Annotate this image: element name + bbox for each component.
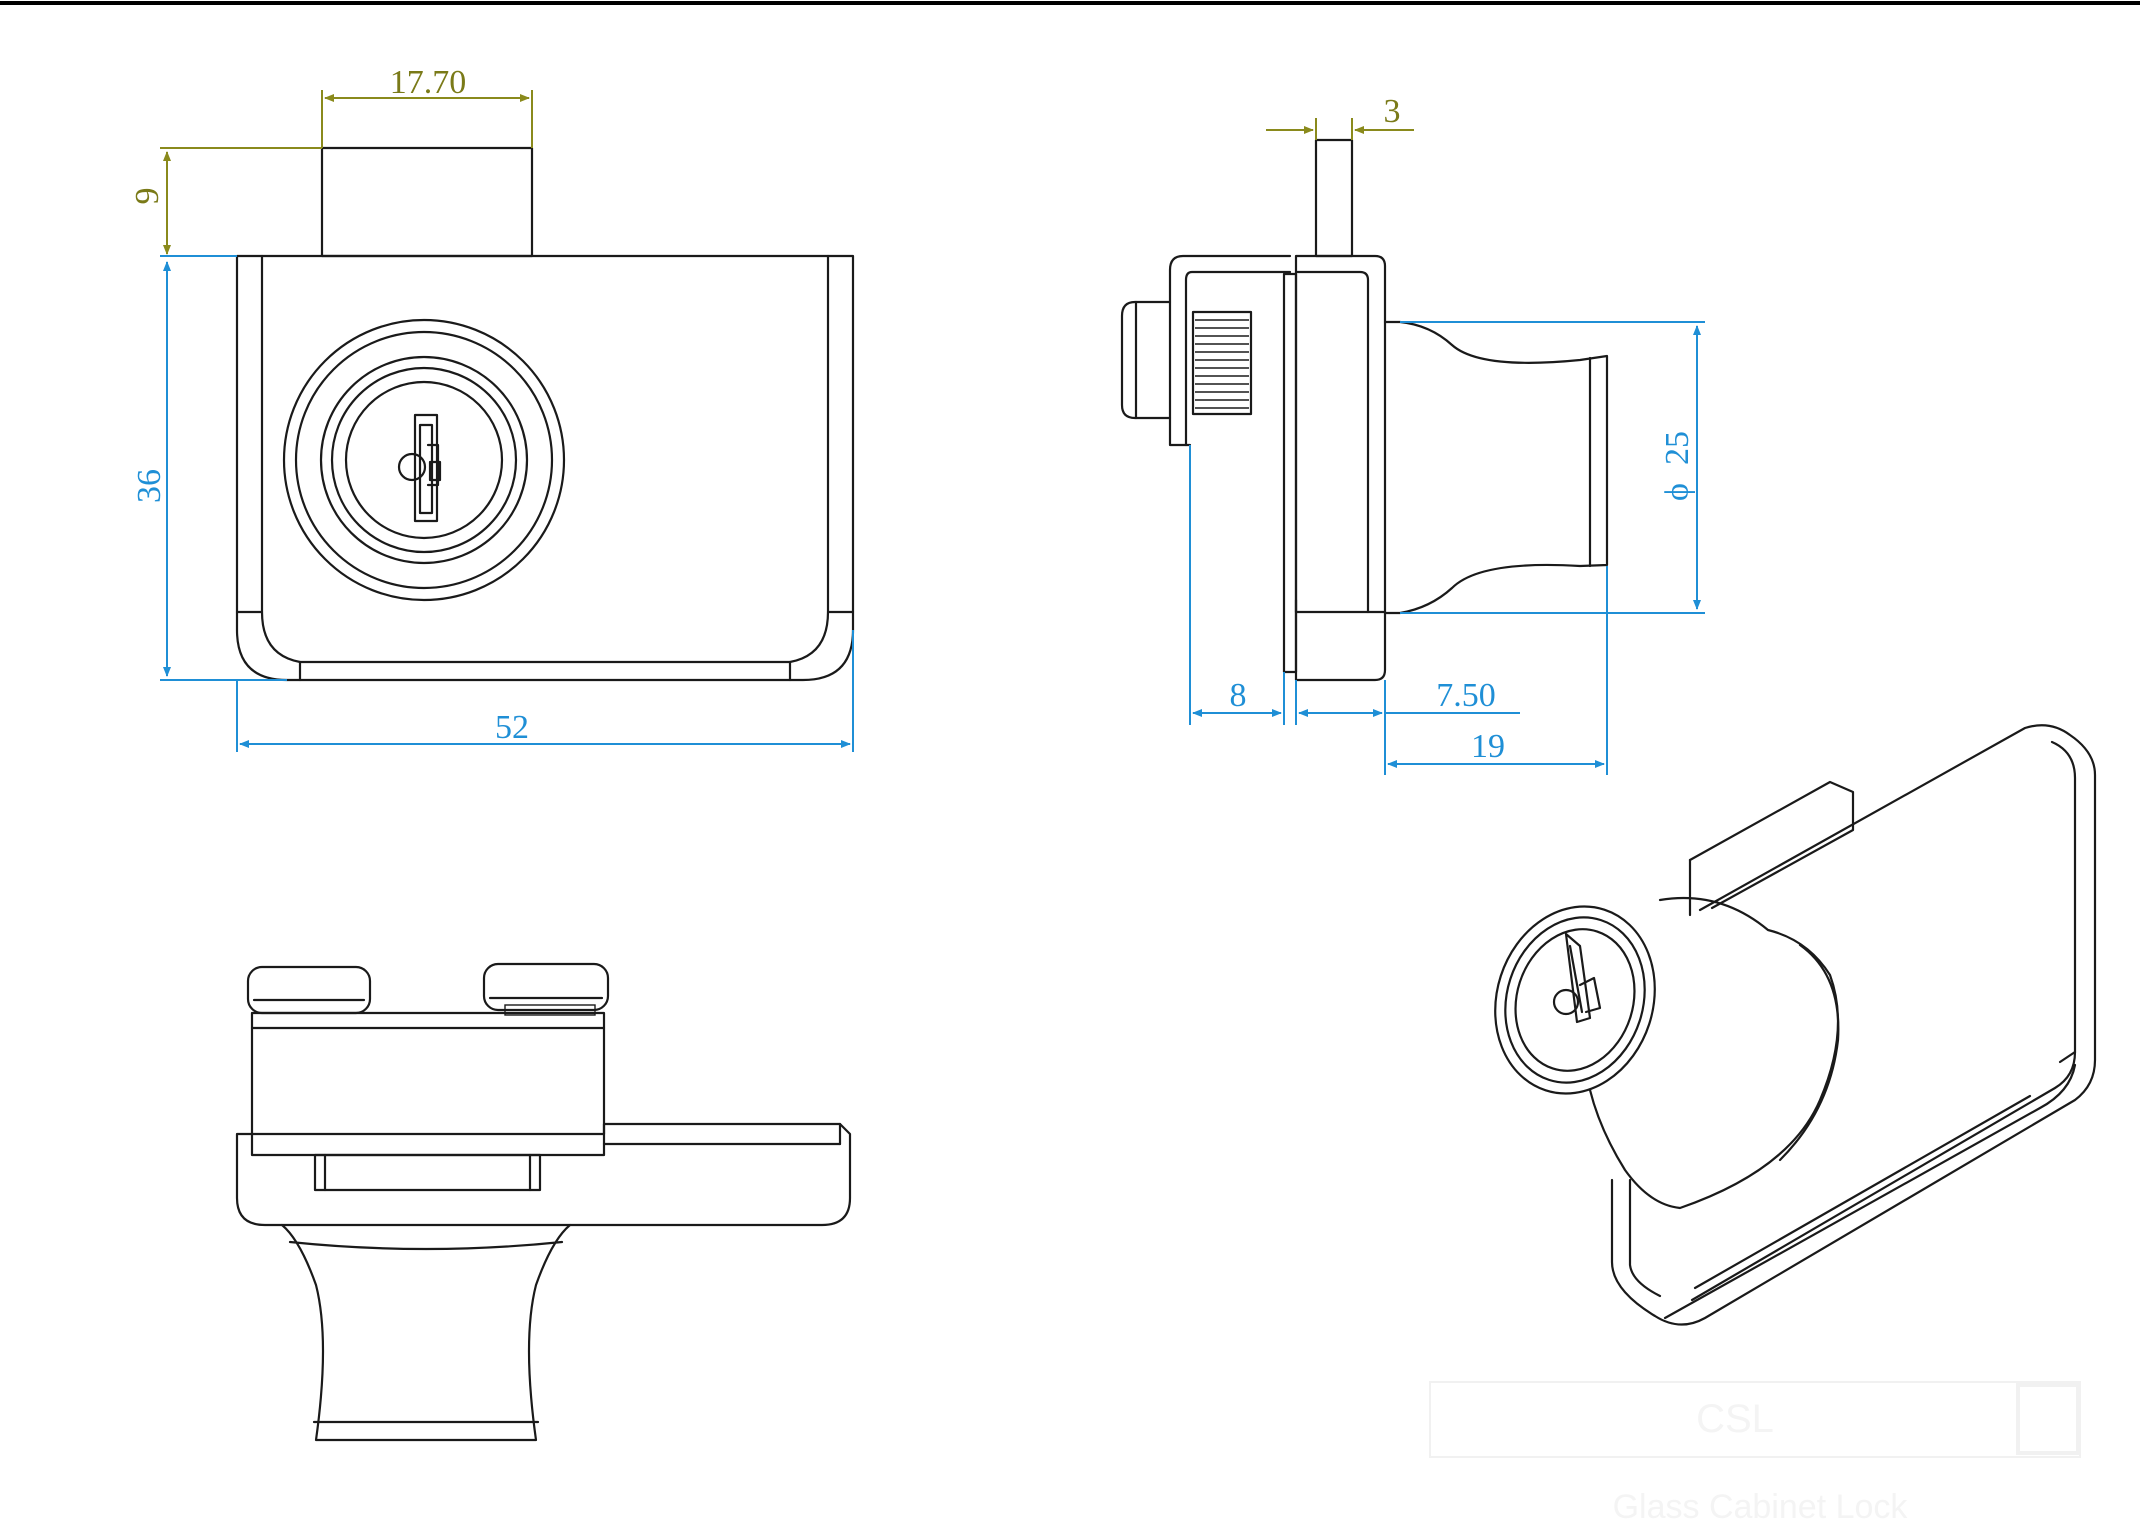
bottom-slot bbox=[313, 1153, 542, 1192]
dim-top-height: 9 bbox=[129, 147, 322, 257]
cylinder-outer-ring bbox=[282, 318, 566, 602]
side-view bbox=[1120, 138, 1609, 682]
dim-knob-depth-label: 19 bbox=[1471, 728, 1505, 765]
side-bracket bbox=[1168, 254, 1292, 447]
dim-diameter: ϕ 25 bbox=[1400, 321, 1705, 614]
dim-gap-mid: 7.50 bbox=[1295, 677, 1520, 775]
screw-head-left bbox=[246, 965, 372, 1015]
front-body-outline bbox=[235, 254, 855, 682]
glass-plate bbox=[1282, 272, 1298, 674]
bottom-knob bbox=[280, 1223, 572, 1442]
iso-body bbox=[1610, 724, 2097, 1326]
iso-cylinder-face bbox=[1494, 905, 1656, 1095]
dim-gap-left-label: 8 bbox=[1230, 677, 1247, 714]
iso-knob bbox=[1588, 896, 1840, 1210]
watermark-badge: CSL bbox=[1696, 1397, 1774, 1441]
watermark: CSL Glass Cabinet Lock bbox=[1429, 1381, 2081, 1526]
dim-body-height-label: 36 bbox=[131, 469, 168, 503]
keyway-icon bbox=[397, 413, 442, 523]
dim-pin-width: 3 bbox=[1266, 93, 1414, 140]
dim-top-width: 17.70 bbox=[321, 64, 533, 148]
dim-body-width: 52 bbox=[236, 630, 854, 752]
watermark-logo bbox=[2016, 1383, 2080, 1455]
isometric-view bbox=[1494, 724, 2097, 1326]
latch-tab bbox=[320, 146, 534, 258]
latch-pin bbox=[1314, 138, 1354, 258]
iso-keyway-icon bbox=[1552, 932, 1602, 1024]
dim-top-width-label: 17.70 bbox=[390, 64, 467, 101]
dim-body-width-label: 52 bbox=[495, 709, 529, 746]
dim-top-height-label: 9 bbox=[129, 188, 166, 205]
dim-gap-left: 8 bbox=[1189, 445, 1285, 725]
iso-latch-tab bbox=[1688, 780, 1855, 910]
dim-gap-mid-label: 7.50 bbox=[1436, 677, 1496, 714]
bottom-view bbox=[235, 962, 852, 1442]
dim-diameter-symbol: ϕ bbox=[1659, 483, 1696, 501]
thread-icon bbox=[1191, 310, 1253, 416]
bottom-base-plate bbox=[235, 1122, 852, 1227]
dim-body-height: 36 bbox=[131, 255, 287, 681]
watermark-caption: Glass Cabinet Lock bbox=[1613, 1488, 1909, 1526]
front-body-inner bbox=[260, 254, 302, 682]
side-screw-cap bbox=[1120, 300, 1172, 420]
dim-diameter-label: 25 bbox=[1659, 431, 1696, 465]
front-view bbox=[235, 146, 855, 682]
knob-profile bbox=[1383, 320, 1609, 615]
dim-knob-depth: 19 bbox=[1387, 566, 1608, 775]
dim-pin-width-label: 3 bbox=[1384, 93, 1401, 130]
screw-head-right bbox=[482, 962, 610, 1012]
side-housing bbox=[1294, 254, 1387, 682]
